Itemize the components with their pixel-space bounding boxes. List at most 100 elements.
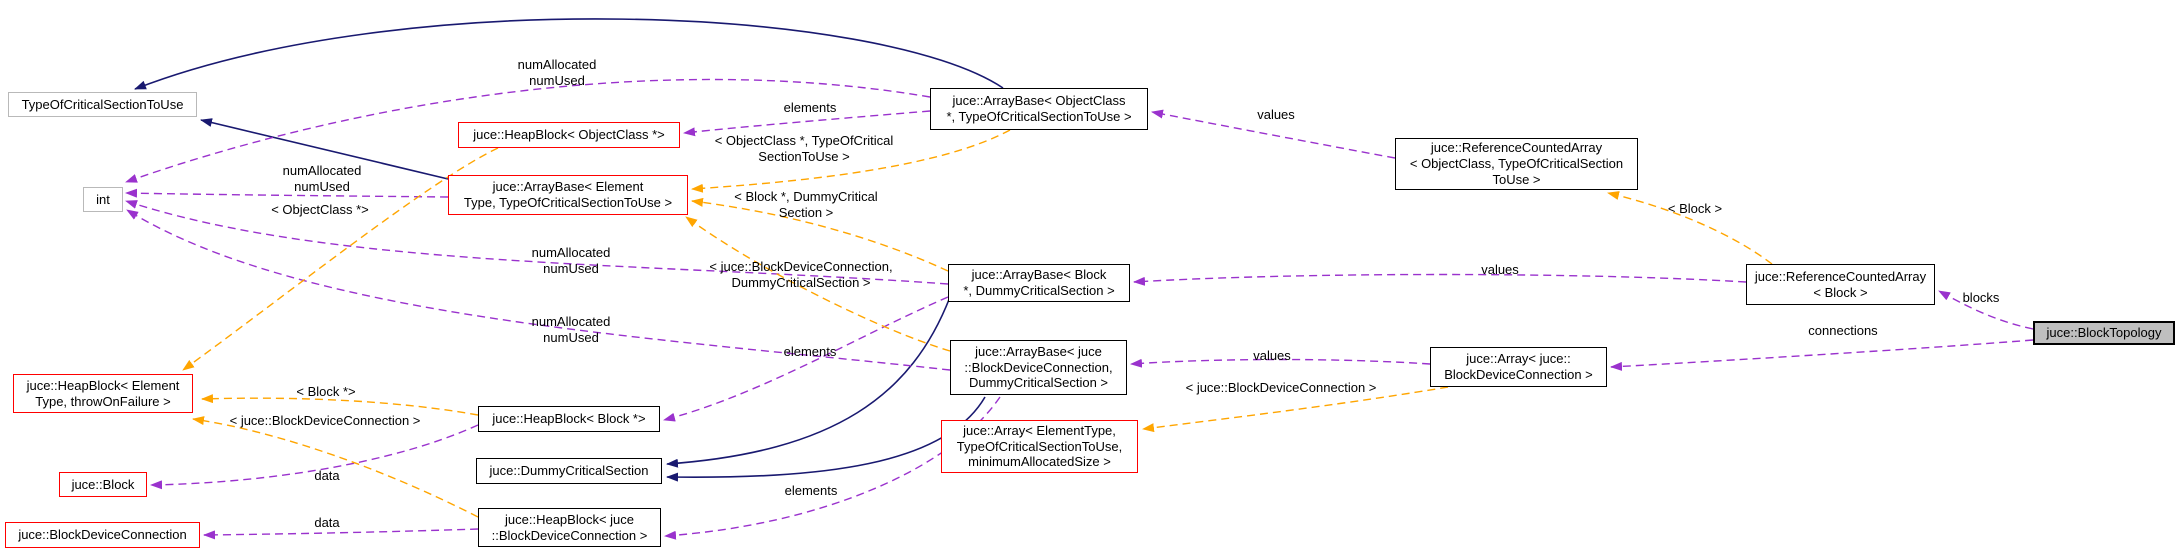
node-array_bdc[interactable]: juce::Array< juce::BlockDeviceConnection…: [1430, 347, 1607, 387]
edge-t_4-template: [1607, 191, 1773, 265]
edge-label-line: numUsed: [543, 330, 599, 346]
node-refcountedarray_block[interactable]: juce::ReferenceCountedArray< Block >: [1746, 264, 1935, 305]
edge-label-line: Section >: [778, 205, 834, 221]
node-label-line: *, TypeOfCriticalSectionToUse >: [946, 109, 1132, 124]
edge-label-t_4: < Block >: [1668, 201, 1722, 217]
node-heapblock_bdc[interactable]: juce::HeapBlock< juce::BlockDeviceConnec…: [478, 508, 661, 547]
edge-t_3-template: [685, 216, 951, 352]
edge-t_5-template: [1142, 386, 1449, 433]
node-typeofcs: TypeOfCriticalSectionToUse: [8, 92, 197, 117]
node-label-line: BlockDeviceConnection >: [1444, 367, 1593, 382]
edge-label-t_6: < ObjectClass *>: [271, 202, 369, 218]
edge-label-line: data: [314, 515, 340, 530]
edge-label-line: DummyCriticalSection >: [731, 275, 871, 291]
edge-label-u_data_2: data: [314, 515, 339, 531]
node-label-line: Type, TypeOfCriticalSectionToUse >: [463, 195, 673, 210]
edge-label-line: data: [314, 468, 340, 483]
node-arraybase_bdc[interactable]: juce::ArrayBase< juce::BlockDeviceConnec…: [950, 340, 1127, 395]
edge-label-u_values_2: values: [1481, 262, 1519, 278]
node-label-line: DummyCriticalSection >: [968, 375, 1109, 391]
edge-label-line: values: [1257, 107, 1295, 122]
edge-e_inherit_3-inheritance: [666, 296, 951, 468]
edge-label-line: < juce::BlockDeviceConnection >: [1185, 380, 1377, 395]
node-refcountedarray_objectclass[interactable]: juce::ReferenceCountedArray< ObjectClass…: [1395, 138, 1638, 190]
edge-e_inherit_4-inheritance: [666, 396, 986, 482]
node-dummycriticalsection[interactable]: juce::DummyCriticalSection: [476, 458, 662, 484]
edge-label-line: numUsed: [294, 179, 350, 195]
edge-u_connections-usage: [1610, 339, 2034, 371]
node-arraybase_block[interactable]: juce::ArrayBase< Block*, DummyCriticalSe…: [948, 264, 1130, 302]
node-label-line: ::BlockDeviceConnection >: [491, 527, 648, 543]
node-label-line: TypeOfCriticalSectionToUse,: [956, 438, 1123, 454]
edge-u_elements_1-usage: [683, 110, 931, 137]
edge-u_num_2-usage: [125, 188, 449, 198]
node-heapblock_objectclass[interactable]: juce::HeapBlock< ObjectClass *>: [458, 122, 680, 148]
node-label-line: ::BlockDeviceConnection,: [964, 359, 1113, 375]
node-int: int: [83, 187, 123, 212]
node-blocktopology: juce::BlockTopology: [2033, 321, 2175, 345]
edge-label-line: < Block *>: [296, 384, 356, 399]
edge-u_values_1-usage: [1151, 109, 1396, 159]
edge-u_num_4-usage: [126, 209, 951, 371]
node-label-line: juce::HeapBlock< juce: [505, 511, 634, 527]
node-label-line: < ObjectClass, TypeOfCriticalSection: [1409, 156, 1624, 172]
edge-label-u_blocks: blocks: [1963, 290, 2000, 306]
node-label-line: juce::HeapBlock< Element: [26, 377, 180, 393]
edge-label-line: blocks: [1962, 290, 2000, 305]
edge-label-line: < ObjectClass *, TypeOfCritical: [714, 133, 894, 148]
node-label-line: juce::ArrayBase< Element: [492, 179, 644, 195]
node-heapblock_block[interactable]: juce::HeapBlock< Block *>: [478, 406, 660, 432]
edge-label-u_elements_2: elements: [784, 344, 837, 360]
edge-label-line: elements: [783, 100, 837, 115]
edge-label-u_values_3: values: [1253, 348, 1291, 364]
edge-label-line: values: [1481, 262, 1519, 277]
node-label-line: ToUse >: [1492, 171, 1541, 187]
edge-u_elements_3-usage: [664, 396, 1001, 540]
edge-label-line: < juce::BlockDeviceConnection,: [709, 259, 893, 274]
edge-label-line: elements: [783, 344, 837, 359]
node-block[interactable]: juce::Block: [59, 472, 147, 497]
node-label-line: juce::HeapBlock< ObjectClass *>: [473, 127, 665, 143]
node-label-line: juce::BlockTopology: [2046, 325, 2162, 341]
edge-label-t_7: < Block *>: [296, 384, 355, 400]
edge-label-u_elements_1: elements: [784, 100, 837, 116]
node-label-line: juce::ReferenceCountedArray: [1430, 140, 1603, 156]
edge-e_inherit_1-inheritance: [134, 18, 1004, 90]
edge-label-line: values: [1253, 348, 1291, 363]
node-label-line: juce::ArrayBase< ObjectClass: [952, 93, 1126, 109]
node-label-line: juce::DummyCriticalSection: [489, 463, 649, 479]
edge-u_data_1-usage: [150, 424, 479, 490]
node-label-line: juce::Block: [71, 476, 135, 492]
edge-label-u_data_1: data: [314, 468, 339, 484]
edge-label-line: < juce::BlockDeviceConnection >: [229, 413, 421, 428]
edge-label-line: < Block >: [1667, 201, 1723, 216]
edge-label-line: numUsed: [529, 73, 585, 89]
node-arraybase_objectclass[interactable]: juce::ArrayBase< ObjectClass*, TypeOfCri…: [930, 88, 1148, 130]
edge-u_num_3-usage: [125, 200, 949, 285]
edge-label-line: < Block *, DummyCritical: [734, 189, 878, 204]
node-label-line: juce::BlockDeviceConnection: [18, 527, 187, 543]
edge-label-line: numAllocated: [531, 314, 611, 329]
edge-u_data_2-usage: [203, 528, 479, 540]
edge-t_6-template: [182, 147, 499, 371]
node-label-line: int: [96, 191, 110, 207]
edge-label-line: numAllocated: [282, 163, 362, 178]
edge-e_inherit_2-inheritance: [200, 118, 449, 180]
edge-label-t_8: < juce::BlockDeviceConnection >: [230, 413, 421, 429]
node-label-line: juce::ArrayBase< juce: [975, 343, 1102, 359]
node-blockdeviceconnection[interactable]: juce::BlockDeviceConnection: [5, 522, 200, 548]
edge-label-line: < ObjectClass *>: [271, 202, 369, 217]
edge-label-u_values_1: values: [1257, 107, 1295, 123]
edge-label-t_3: < juce::BlockDeviceConnection,DummyCriti…: [709, 259, 892, 292]
node-label-line: < Block >: [1813, 284, 1868, 300]
edge-u_blocks-usage: [1938, 290, 2034, 330]
node-array_elementtype[interactable]: juce::Array< ElementType,TypeOfCriticalS…: [941, 420, 1138, 473]
edge-u_values_3-usage: [1130, 358, 1431, 368]
